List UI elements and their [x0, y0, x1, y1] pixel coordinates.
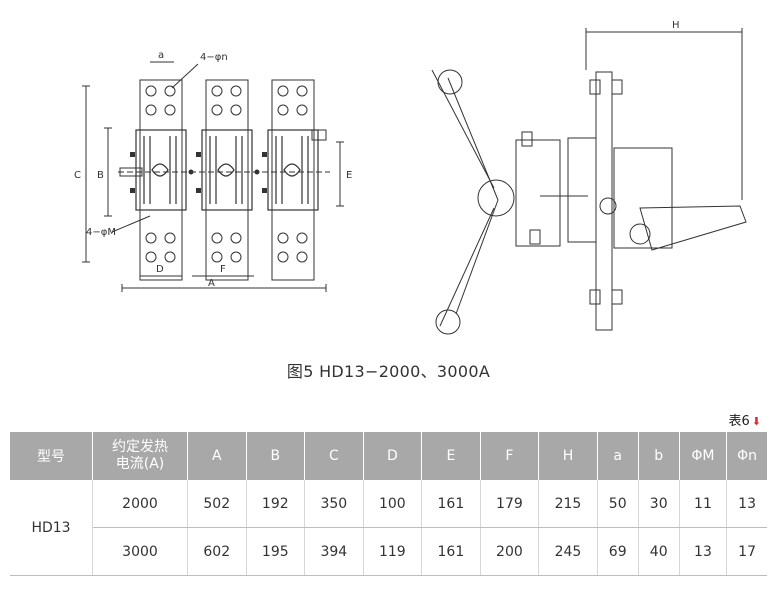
table-cell: 602	[187, 527, 247, 576]
table-cell: 13	[679, 527, 728, 576]
table-cell: 179	[480, 480, 540, 528]
dim-H-label: H	[672, 20, 680, 31]
header-model: 型号	[10, 432, 93, 480]
table-cell: 394	[304, 527, 364, 576]
header-Phin: Φn	[726, 432, 767, 480]
dim-n-label: 4−φn	[200, 52, 228, 63]
table-cell: 30	[638, 480, 680, 528]
dim-a-label: a	[158, 50, 164, 61]
table-cell: 11	[679, 480, 728, 528]
technical-drawing: a 4−φn C B 4−φM D F A E H	[74, 20, 747, 335]
table-cell: 200	[480, 527, 540, 576]
table-cell: 17	[726, 527, 767, 576]
current-cell: 3000	[92, 527, 188, 576]
table-cell: 13	[726, 480, 767, 528]
dim-A-label: A	[208, 278, 215, 289]
table-cell: 502	[187, 480, 247, 528]
header-a: a	[597, 432, 639, 480]
header-current-line1: 约定发热	[112, 439, 168, 455]
dim-F-label: F	[220, 264, 226, 275]
header-H: H	[538, 432, 598, 480]
table-header-row: 型号 约定发热 电流(A) A B C D E F H a b ΦM Φn	[10, 432, 767, 480]
dim-M-label: 4−φM	[86, 227, 116, 238]
header-C: C	[304, 432, 364, 480]
table-cell: 192	[246, 480, 306, 528]
table-tag: 表6⬇	[729, 410, 762, 429]
table-cell: 195	[246, 527, 306, 576]
table-cell: 40	[638, 527, 680, 576]
header-b: b	[638, 432, 680, 480]
table-cell: 119	[363, 527, 423, 576]
arrow-down-icon: ⬇	[751, 415, 761, 428]
table-cell: 69	[597, 527, 639, 576]
header-PhiM: ΦM	[679, 432, 728, 480]
header-E: E	[421, 432, 481, 480]
header-D: D	[363, 432, 423, 480]
header-B: B	[246, 432, 306, 480]
model-cell: HD13	[10, 480, 93, 576]
header-current: 约定发热 电流(A)	[92, 432, 188, 480]
table-cell: 215	[538, 480, 598, 528]
table-cell: 161	[421, 480, 481, 528]
header-current-line2: 电流(A)	[115, 456, 165, 472]
figure-caption: 图5 HD13−2000、3000A	[286, 362, 491, 381]
header-A: A	[187, 432, 247, 480]
table-cell: 100	[363, 480, 423, 528]
table-cell: 161	[421, 527, 481, 576]
table-cell: 350	[304, 480, 364, 528]
dim-D-label: D	[156, 264, 164, 275]
table-tag-label: 表6	[728, 414, 750, 429]
dim-E-label: E	[346, 170, 352, 181]
table-cell: 50	[597, 480, 639, 528]
table-row: 3000 602 195 394 119 161 200 245 69 40 1…	[10, 527, 767, 576]
table-cell: 245	[538, 527, 598, 576]
header-F: F	[480, 432, 540, 480]
dim-C-label: C	[74, 170, 81, 181]
dim-B-label: B	[97, 170, 104, 181]
current-cell: 2000	[92, 480, 188, 528]
spec-table: 型号 约定发热 电流(A) A B C D E F H a b ΦM Φn HD…	[10, 432, 767, 576]
table-row: HD13 2000 502 192 350 100 161 179 215 50…	[10, 480, 767, 576]
